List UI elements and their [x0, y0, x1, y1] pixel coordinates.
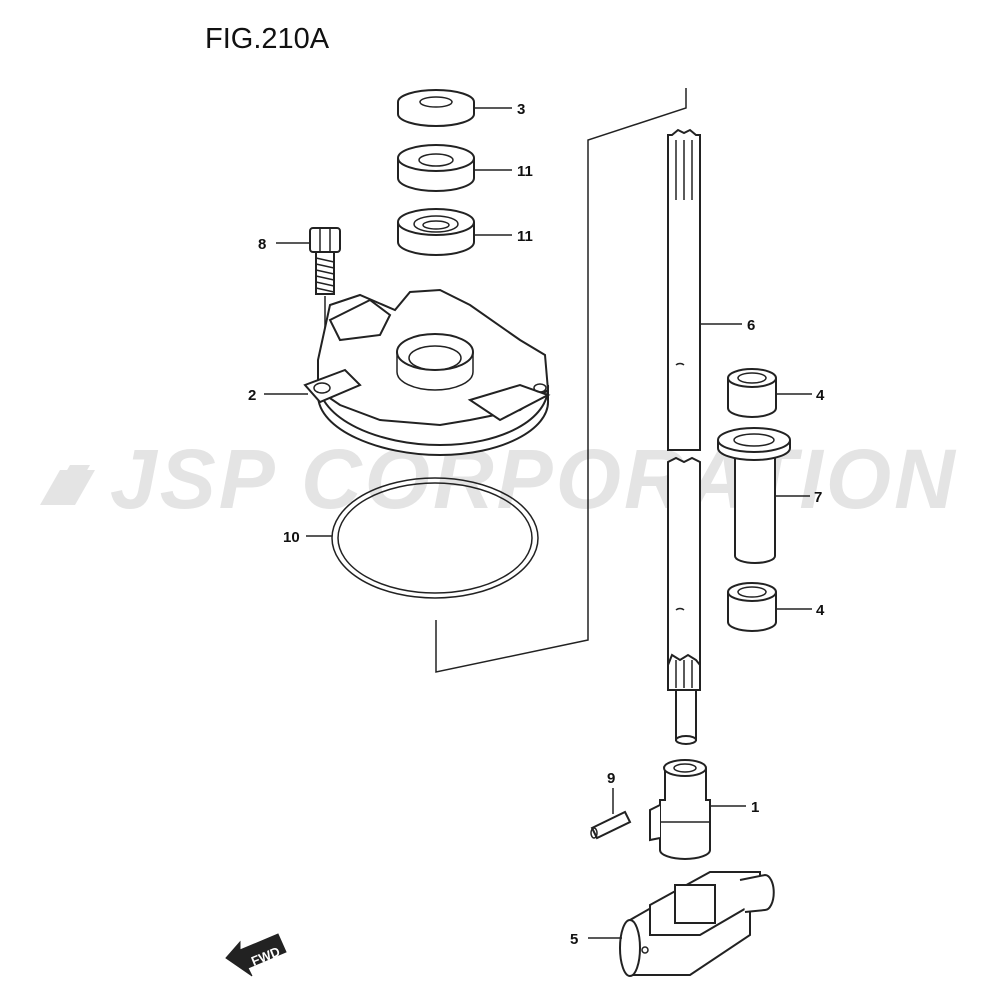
callout-11-lower: 11: [517, 228, 533, 245]
watermark-text: JSP CORPORATION: [110, 432, 958, 526]
part-10-o-ring: [331, 477, 539, 599]
callout-3: 3: [517, 101, 525, 118]
part-8-bolt: [309, 227, 341, 378]
callout-11-upper: 11: [517, 163, 533, 180]
callout-8: 8: [258, 236, 266, 253]
part-7-sleeve: [717, 427, 791, 564]
part-11-seal-lower: [397, 208, 475, 256]
figure-title: FIG.210A: [205, 23, 330, 55]
part-9-pin: [590, 810, 632, 840]
part-3-washer: [397, 89, 475, 127]
part-2-housing: [303, 288, 551, 457]
fwd-arrow-icon: FWD: [225, 933, 287, 977]
callout-4-upper: 4: [816, 387, 825, 404]
watermark: JSP CORPORATION: [40, 432, 958, 526]
part-4-bushing-upper: [727, 368, 777, 418]
part-1-coupler: [649, 759, 711, 860]
part-6-shaft: [667, 128, 701, 745]
callout-1: 1: [751, 799, 759, 816]
part-11-seal-upper: [397, 144, 475, 192]
part-5-yoke: [619, 871, 775, 977]
callouts: 3 11 11 8 2 10 6 4 7 4 1 9 5: [248, 101, 825, 948]
callout-2: 2: [248, 387, 256, 404]
callout-7: 7: [814, 489, 822, 506]
assembly-bracket: [435, 88, 687, 673]
watermark-logo-icon: [40, 465, 95, 505]
callout-9: 9: [607, 770, 615, 787]
callout-6: 6: [747, 317, 755, 334]
callout-5: 5: [570, 931, 578, 948]
part-4-bushing-lower: [727, 582, 777, 632]
callout-4-lower: 4: [816, 602, 825, 619]
callout-10: 10: [283, 529, 300, 546]
